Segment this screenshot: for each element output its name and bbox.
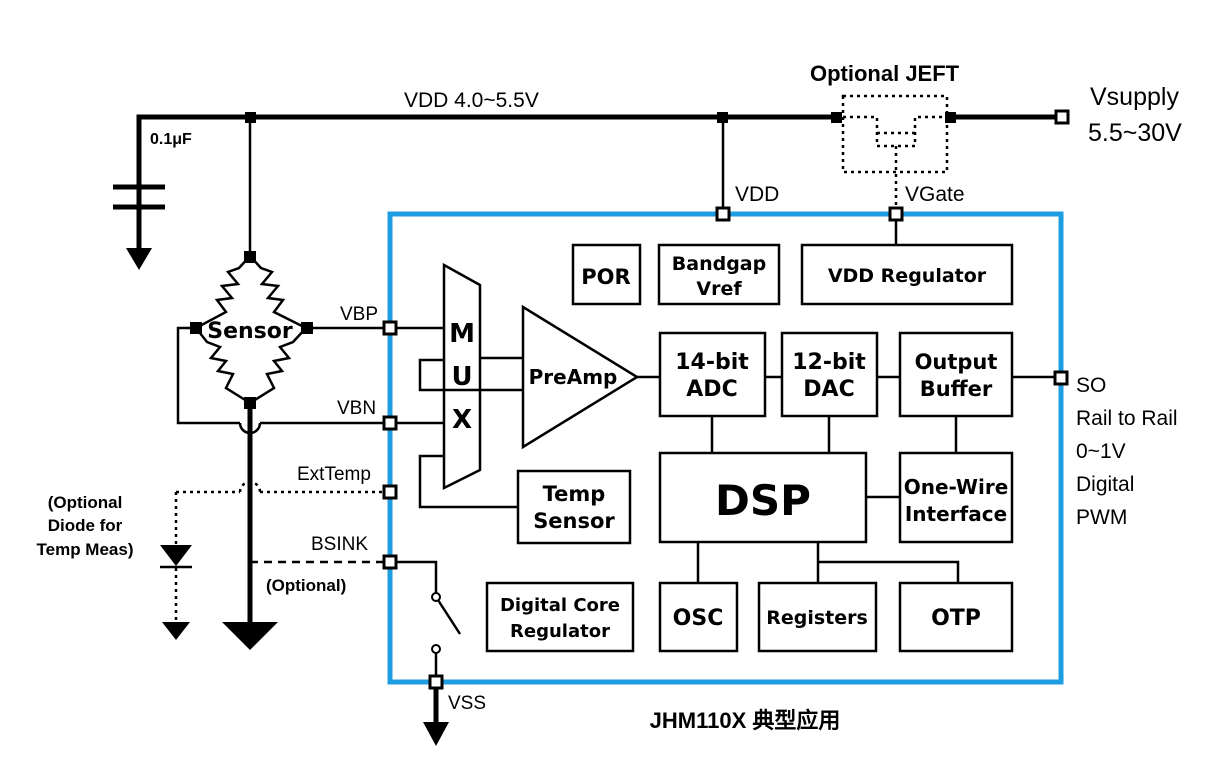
optional-label: (Optional) [266, 576, 346, 595]
vgate-pin-label: VGate [905, 183, 965, 206]
so-label-2: Rail to Rail [1076, 407, 1178, 430]
vdd-pin [715, 206, 731, 222]
vdd-regulator-label: VDD Regulator [828, 265, 987, 287]
one-wire-label-2: Interface [905, 502, 1007, 526]
capacitor [113, 184, 165, 270]
temp-sensor-block [516, 469, 632, 545]
sensor-ground-icon [222, 622, 278, 650]
diode-label-1: (Optional [48, 493, 123, 512]
preamp-block [521, 304, 640, 450]
osc-block [658, 581, 739, 653]
vbp-pin [382, 320, 398, 336]
capacitor-ground-icon [126, 248, 152, 270]
so-label-1: SO [1076, 374, 1106, 397]
bsink-pin [382, 554, 398, 570]
dac-label-2: DAC [803, 377, 854, 402]
por-block [571, 243, 642, 306]
optional-jeft [841, 94, 949, 214]
dsp-block [658, 451, 868, 544]
vbn-pin [382, 415, 398, 431]
bsink-switch [250, 560, 462, 746]
mux-block [442, 262, 482, 491]
vgate-pin [888, 206, 904, 222]
temp-sensor-label-1: Temp [543, 482, 606, 506]
digital-core-label-1: Digital Core [500, 595, 620, 616]
otp-label: OTP [931, 606, 981, 631]
vsupply-label-2: 5.5~30V [1088, 119, 1182, 147]
dsp-bus [696, 542, 960, 583]
temp-sensor-label-2: Sensor [533, 509, 615, 533]
vsupply-terminal [1054, 109, 1070, 125]
mux-letter-m: M [449, 319, 475, 349]
preamp-label: PreAmp [529, 365, 618, 389]
vss-label: VSS [448, 693, 486, 714]
dac-label-1: 12-bit [792, 350, 866, 375]
one-wire-label-1: One-Wire [904, 475, 1009, 499]
diode-icon [160, 545, 192, 566]
registers-label: Registers [766, 607, 868, 629]
vss-pin [428, 674, 444, 690]
adc-label-2: ADC [686, 377, 737, 402]
bsink-label: BSINK [311, 534, 368, 555]
output-buffer-label-1: Output [915, 350, 998, 374]
osc-label: OSC [673, 606, 724, 631]
sensor-bridge [176, 117, 390, 650]
vbp-label: VBP [340, 304, 378, 325]
exttemp-label: ExtTemp [297, 464, 371, 485]
output-buffer-label-2: Buffer [920, 377, 993, 401]
so-label-4: Digital [1076, 473, 1134, 496]
diode-ground-icon [162, 622, 190, 640]
one-wire-block [898, 451, 1014, 544]
optional-diode [160, 480, 384, 640]
capacitor-value: 0.1μF [150, 131, 192, 148]
bandgap-label-1: Bandgap [672, 253, 766, 275]
adc-label-1: 14-bit [675, 350, 749, 375]
so-label-3: 0~1V [1076, 440, 1126, 463]
vdd-rail-label: VDD 4.0~5.5V [404, 89, 539, 112]
vss-ground-icon [423, 722, 449, 746]
otp-block [898, 581, 1014, 653]
mux-letter-u: U [451, 362, 472, 392]
digital-core-regulator-block [485, 581, 635, 653]
output-buffer-block [898, 331, 1014, 418]
so-label-5: PWM [1076, 506, 1127, 529]
bandgap-block [657, 243, 781, 306]
sensor-label: Sensor [207, 319, 293, 344]
optional-jeft-label: Optional JEFT [810, 61, 960, 86]
digital-core-label-2: Regulator [510, 621, 610, 642]
registers-block [757, 581, 878, 653]
exttemp-pin [382, 484, 398, 500]
vsupply-label-1: Vsupply [1090, 83, 1179, 111]
vdd-regulator-block [800, 243, 1014, 306]
vdd-pin-label: VDD [735, 183, 779, 206]
dac-block [780, 331, 879, 418]
adc-block [658, 331, 767, 418]
diode-label-2: Diode for [48, 516, 123, 535]
dsp-label: DSP [715, 476, 811, 525]
diagram-title: JHM110X 典型应用 [650, 708, 841, 733]
diode-label-3: Temp Meas) [37, 540, 134, 559]
mux-letter-x: X [452, 405, 472, 435]
bandgap-label-2: Vref [696, 278, 742, 300]
vbn-label: VBN [337, 398, 376, 419]
por-label: POR [581, 265, 630, 289]
so-pin [1053, 370, 1069, 386]
